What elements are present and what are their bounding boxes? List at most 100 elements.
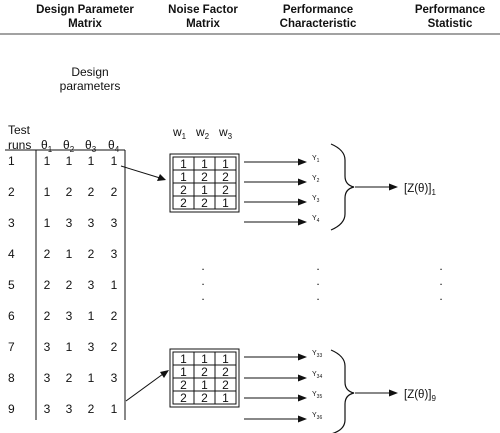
svg-text:.: . xyxy=(201,274,204,288)
test-run-number: 1 xyxy=(8,154,15,168)
arrow-to-statistic-bottom-head xyxy=(389,389,398,397)
output-subscript: 36 xyxy=(317,415,323,421)
design-parameter-value: 3 xyxy=(44,371,51,385)
design-matrix-header-line-2: Matrix xyxy=(68,18,102,30)
design-parameter-value: 1 xyxy=(44,216,51,230)
noise-matrix-outer-frame xyxy=(169,348,240,408)
design-parameter-value: 3 xyxy=(111,247,118,261)
output-label: Y36 xyxy=(312,412,322,421)
output-label: Y3 xyxy=(312,195,320,204)
noise-matrix-cell: 1 xyxy=(180,365,187,379)
noise-matrix-cell: 2 xyxy=(180,196,187,210)
design-parameter-value: 3 xyxy=(44,340,51,354)
design-parameter-value: 1 xyxy=(111,402,118,416)
design-matrix-header-line-1: Design Parameter xyxy=(36,4,134,16)
design-parameter-value: 3 xyxy=(88,340,95,354)
output-label: Y2 xyxy=(312,175,320,184)
output-label: Y34 xyxy=(312,371,322,380)
design-parameter-value: 3 xyxy=(66,402,73,416)
noise-matrix-cell: 1 xyxy=(222,196,229,210)
ellipsis-characteristic-column: . . . xyxy=(316,259,319,303)
brace-top xyxy=(330,143,355,231)
output-arrow-head xyxy=(298,415,307,423)
w-subscript: 2 xyxy=(205,132,210,141)
design-parameter-value: 3 xyxy=(88,216,95,230)
design-parameter-value: 2 xyxy=(88,185,95,199)
noise-factor-header-1: w1 xyxy=(172,125,187,141)
noise-matrix-cell: 1 xyxy=(180,170,187,184)
noise-matrix-cell: 2 xyxy=(222,170,229,184)
noise-matrix-header-line-1: Noise Factor xyxy=(168,4,238,16)
theta-header-3: θ3 xyxy=(85,138,97,154)
theta-headers: θ1θ2θ3θ4 xyxy=(41,138,120,154)
noise-matrix-cell: 1 xyxy=(201,378,208,392)
design-parameter-value: 2 xyxy=(66,371,73,385)
performance-statistic-header-line-2: Statistic xyxy=(428,18,473,30)
test-runs-label-line-1: Test xyxy=(8,123,31,137)
design-parameter-value: 3 xyxy=(111,371,118,385)
arrow-to-statistic-top-head xyxy=(389,183,398,191)
noise-matrix-cell: 2 xyxy=(201,196,208,210)
noise-matrix-cell: 1 xyxy=(222,157,229,171)
ellipsis-noise-column: . . . xyxy=(201,259,204,303)
svg-text:.: . xyxy=(439,289,442,303)
performance-statistic-header-line-1: Performance xyxy=(415,4,485,16)
design-parameter-value: 2 xyxy=(44,309,51,323)
noise-matrix-header-line-2: Matrix xyxy=(186,18,220,30)
output-arrow-head xyxy=(298,374,307,382)
design-parameter-value: 2 xyxy=(88,247,95,261)
design-parameter-value: 1 xyxy=(66,154,73,168)
statistic-top-subscript: 1 xyxy=(431,188,436,197)
design-parameter-value: 1 xyxy=(88,154,95,168)
design-parameter-value: 1 xyxy=(66,247,73,261)
output-subscript: 3 xyxy=(317,198,320,204)
theta-header-2: θ2 xyxy=(63,138,75,154)
noise-matrix-cell: 2 xyxy=(222,365,229,379)
noise-matrix-cell: 1 xyxy=(201,352,208,366)
noise-matrix-cell: 2 xyxy=(222,378,229,392)
svg-text:.: . xyxy=(439,259,442,273)
brace-bottom xyxy=(330,349,355,433)
w-subscript: 1 xyxy=(182,132,187,141)
design-parameter-value: 3 xyxy=(111,216,118,230)
output-arrow-head xyxy=(298,178,307,186)
noise-matrix-outer-frame xyxy=(169,153,240,213)
output-subscript: 2 xyxy=(317,178,320,184)
design-parameter-value: 2 xyxy=(66,185,73,199)
performance-characteristic-header-line-1: Performance xyxy=(283,4,353,16)
noise-matrix-cell: 1 xyxy=(201,183,208,197)
output-subscript: 33 xyxy=(317,353,323,359)
output-label: Y35 xyxy=(312,391,322,400)
design-parameter-value: 3 xyxy=(44,402,51,416)
test-run-number: 3 xyxy=(8,216,15,230)
test-run-number: 8 xyxy=(8,371,15,385)
noise-matrix-cell: 1 xyxy=(180,157,187,171)
design-parameter-value: 2 xyxy=(44,278,51,292)
noise-matrix-cell: 1 xyxy=(201,157,208,171)
w-subscript: 3 xyxy=(228,132,233,141)
design-parameter-value: 2 xyxy=(66,278,73,292)
output-subscript: 35 xyxy=(317,394,323,400)
noise-matrix-cell: 2 xyxy=(201,365,208,379)
output-subscript: 34 xyxy=(317,374,323,380)
svg-text:.: . xyxy=(316,259,319,273)
design-parameter-value: 1 xyxy=(88,309,95,323)
test-run-number: 5 xyxy=(8,278,15,292)
design-parameter-value: 1 xyxy=(44,154,51,168)
output-label: Y4 xyxy=(312,215,320,224)
output-label: Y1 xyxy=(312,155,320,164)
theta-header-4: θ4 xyxy=(108,138,120,154)
design-parameter-value: 2 xyxy=(111,309,118,323)
output-arrow-head xyxy=(298,218,307,226)
design-parameters-label-line-1: Design xyxy=(71,65,108,79)
test-run-number: 7 xyxy=(8,340,15,354)
design-parameter-value: 2 xyxy=(88,402,95,416)
output-subscript: 4 xyxy=(317,218,320,224)
svg-text:.: . xyxy=(201,289,204,303)
svg-text:.: . xyxy=(201,259,204,273)
output-arrow-head xyxy=(298,198,307,206)
